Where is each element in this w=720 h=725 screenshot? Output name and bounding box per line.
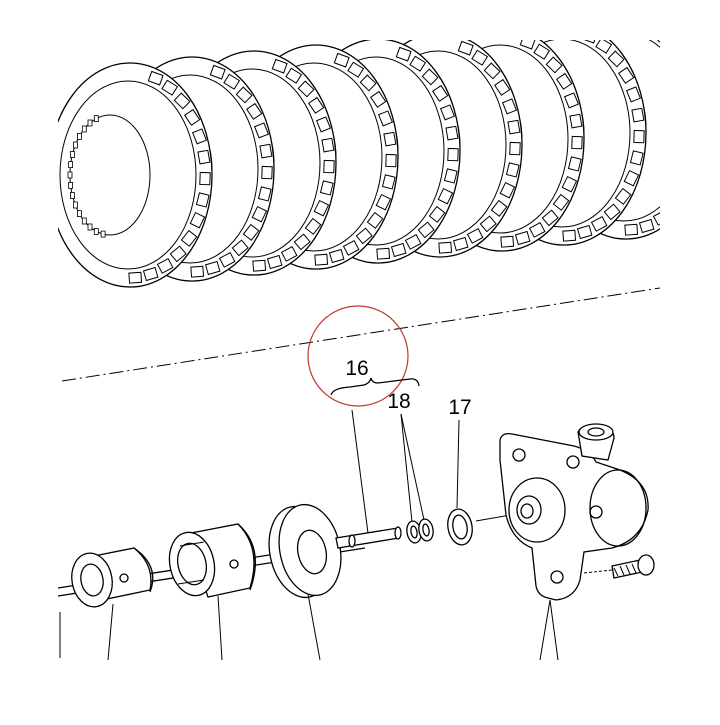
clutch-plate-stack <box>58 40 660 288</box>
callout-18-leader-b <box>400 413 425 521</box>
shaft-part-16 <box>335 526 402 549</box>
clutch-plate <box>58 62 213 288</box>
callout-16-brace <box>330 377 420 396</box>
callout-17-label: 17 <box>448 396 471 419</box>
bolt <box>583 554 655 579</box>
bottom-leaders <box>59 593 559 661</box>
callout-17-leader <box>456 419 460 509</box>
highlight-circle <box>307 305 409 407</box>
pump-housing <box>499 423 649 601</box>
callout-16-leader <box>351 409 369 534</box>
circlip-17 <box>447 508 473 546</box>
thrust-disc <box>268 503 342 599</box>
seal-rings-18 <box>406 518 434 544</box>
callout-16: 16 <box>330 357 420 534</box>
callout-18-leader-a <box>400 413 413 523</box>
center-axis-line <box>61 287 661 382</box>
callout-18-label: 18 <box>387 390 410 413</box>
callout-18: 18 <box>387 390 425 523</box>
callout-16-label: 16 <box>345 357 368 380</box>
callout-17: 17 <box>448 396 472 509</box>
left-sleeve <box>71 547 154 608</box>
middle-bushing <box>168 523 256 598</box>
